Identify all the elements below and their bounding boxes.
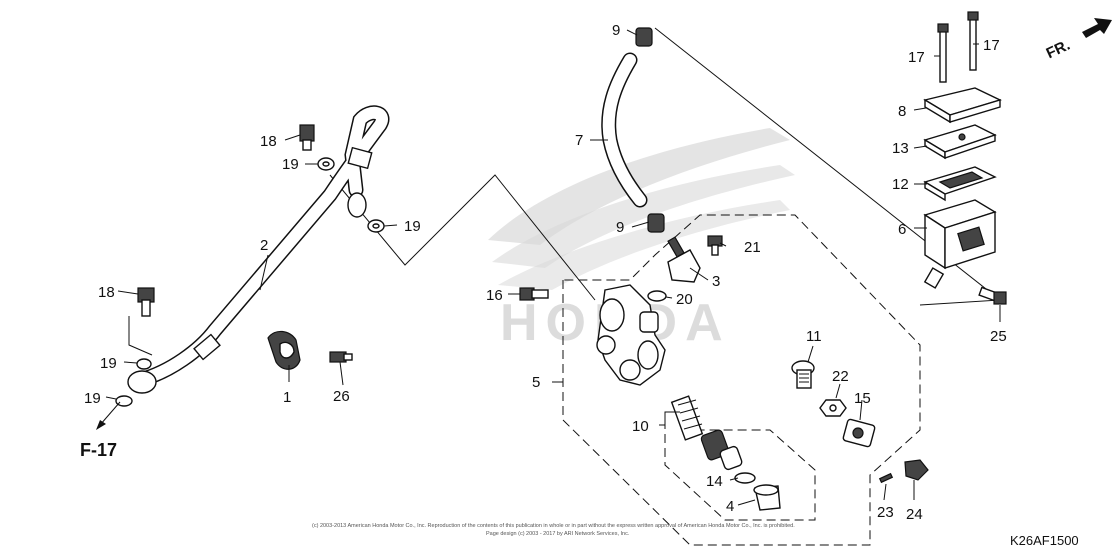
pivot-bolt[interactable] [791,360,815,389]
page-reference[interactable]: F-17 [80,401,121,460]
callout-18-lower[interactable]: 18 [98,284,115,301]
callout-19-b[interactable]: 19 [404,218,421,235]
arrow-icon [1082,18,1112,38]
callout-12[interactable]: 12 [892,176,909,193]
mounting-bolt[interactable] [519,287,549,301]
piston-boot[interactable] [753,484,781,511]
fitting-screw[interactable] [707,235,723,256]
hose-clip-lower[interactable] [647,213,665,233]
callout-22[interactable]: 22 [832,368,849,385]
banjo-bolt-upper[interactable] [299,124,315,151]
callout-2[interactable]: 2 [260,237,268,254]
reservoir-cap[interactable] [923,87,1002,124]
callout-23[interactable]: 23 [877,504,894,521]
callout-17-right[interactable]: 17 [983,37,1000,54]
callout-7[interactable]: 7 [575,132,583,149]
callout-labels: 1 2 3 4 5 6 7 8 9 9 10 11 12 13 14 15 16… [84,22,1007,523]
o-ring[interactable] [647,290,667,302]
piston-set[interactable] [670,395,743,471]
diaphragm[interactable] [923,166,997,202]
callout-16[interactable]: 16 [486,287,503,304]
callout-13[interactable]: 13 [892,140,909,157]
reservoir[interactable] [923,199,997,289]
callout-25[interactable]: 25 [990,328,1007,345]
callout-5[interactable]: 5 [532,374,540,391]
reservoir-hose[interactable] [601,52,648,208]
callout-19-c[interactable]: 19 [100,355,117,372]
callout-6[interactable]: 6 [898,221,906,238]
copyright-line-2: Page design (c) 2003 - 2017 by ARI Netwo… [486,531,630,537]
callout-19-d[interactable]: 19 [84,390,101,407]
leader-lines [105,29,1001,506]
pivot-nut[interactable] [819,399,847,417]
callout-11[interactable]: 11 [806,328,822,345]
page-reference-label[interactable]: F-17 [80,440,117,460]
banjo-bolt-lower[interactable] [137,287,155,317]
callout-4[interactable]: 4 [726,498,734,515]
arrow-down-icon [96,420,106,430]
callout-18-upper[interactable]: 18 [260,133,277,150]
callout-20[interactable]: 20 [676,291,693,308]
diaphragm-plate[interactable] [923,124,997,160]
callout-24[interactable]: 24 [906,506,923,523]
circlip[interactable] [734,472,756,484]
reservoir-fitting[interactable] [667,236,701,283]
callout-26[interactable]: 26 [333,388,350,405]
callout-21[interactable]: 21 [744,239,761,256]
lever-bracket[interactable] [842,418,876,448]
callout-8[interactable]: 8 [898,103,906,120]
diagram-code: K26AF1500 [1010,533,1079,548]
callout-10[interactable]: 10 [632,418,649,435]
cap-screws[interactable] [937,11,979,83]
callout-1[interactable]: 1 [283,389,291,406]
copyright-line-1: (c) 2003-2013 American Honda Motor Co., … [312,523,795,529]
callout-17-left[interactable]: 17 [908,49,925,66]
lever-plug[interactable] [904,459,929,481]
clamp-bolt[interactable] [329,351,353,363]
callout-9-upper[interactable]: 9 [612,22,620,39]
reservoir-bolt[interactable] [978,286,1007,305]
hose-clip-upper[interactable] [635,27,653,47]
master-cylinder-body[interactable] [596,284,666,386]
hose-clamp[interactable] [267,330,301,370]
callout-19-a[interactable]: 19 [282,156,299,173]
callout-15[interactable]: 15 [854,390,871,407]
lever-pin[interactable] [878,472,894,484]
sealing-washers[interactable] [115,157,385,407]
front-label: FR. [1044,37,1073,63]
front-direction-arrow: FR. [1044,18,1112,62]
callout-14[interactable]: 14 [706,473,723,490]
callout-3[interactable]: 3 [712,273,720,290]
brake-hose[interactable] [127,105,390,394]
callout-9-lower[interactable]: 9 [616,219,624,236]
